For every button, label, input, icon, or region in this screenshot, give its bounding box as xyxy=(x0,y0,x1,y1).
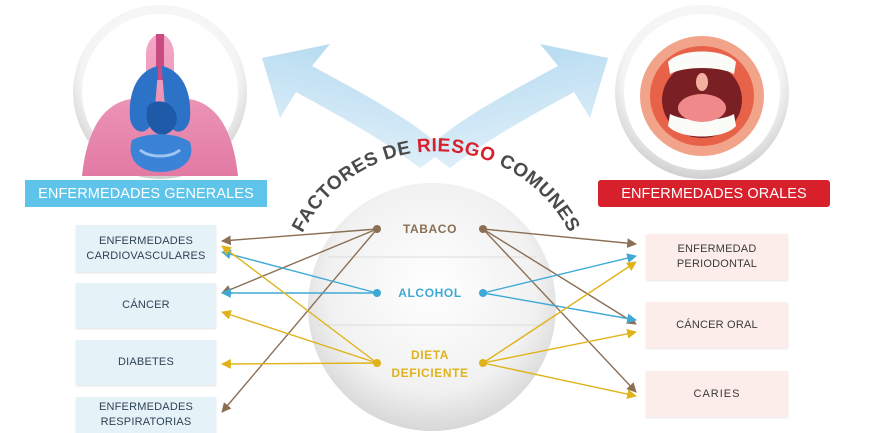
factor-dieta: DIETA DEFICIENTE xyxy=(391,348,469,380)
center-disc xyxy=(308,183,556,431)
tabaco-dot xyxy=(479,225,487,233)
tabaco-link-line xyxy=(221,228,378,295)
factor-tabaco: TABACO xyxy=(402,222,458,236)
left-item-cardiovascular: ENFERMEDADES CARDIOVASCULARES xyxy=(76,225,216,272)
right-item-caries: CARIES xyxy=(646,371,788,417)
right-item-oral-cancer: CÁNCER ORAL xyxy=(646,302,788,348)
tabaco-link-line xyxy=(221,228,378,413)
left-item-cancer: CÁNCER xyxy=(76,283,216,328)
alcohol-link-line xyxy=(221,249,378,294)
dieta-link-line xyxy=(482,362,637,399)
human-organs-icon xyxy=(73,5,247,179)
dieta-link-line xyxy=(482,328,637,364)
dieta-link-line xyxy=(221,245,378,364)
tabaco-dot xyxy=(373,225,381,233)
open-mouth-icon xyxy=(615,5,789,179)
right-curved-arrow xyxy=(425,44,608,168)
left-item-respiratory: ENFERMEDADES RESPIRATORIAS xyxy=(76,397,216,433)
factor-alcohol: ALCOHOL xyxy=(398,286,462,300)
dieta-link-line xyxy=(221,310,378,364)
connection-lines xyxy=(221,228,637,413)
alcohol-link-line xyxy=(482,292,637,324)
dieta-dot xyxy=(479,359,487,367)
tabaco-link-line xyxy=(482,228,637,325)
tabaco-link-line xyxy=(221,228,378,246)
dieta-dot xyxy=(373,359,381,367)
tabaco-link-line xyxy=(482,228,637,249)
header-oral-diseases: ENFERMEDADES ORALES xyxy=(598,180,830,207)
left-curved-arrow xyxy=(262,44,445,168)
alcohol-link-line xyxy=(482,253,637,294)
alcohol-dot xyxy=(479,289,487,297)
tabaco-link-line xyxy=(482,228,637,393)
left-item-diabetes: DIABETES xyxy=(76,340,216,385)
dieta-link-line xyxy=(482,261,637,364)
header-general-diseases: ENFERMEDADES GENERALES xyxy=(25,180,267,207)
dieta-link-line xyxy=(221,359,378,369)
right-item-periodontal: ENFERMEDAD PERIODONTAL xyxy=(646,234,788,280)
alcohol-dot xyxy=(373,289,381,297)
